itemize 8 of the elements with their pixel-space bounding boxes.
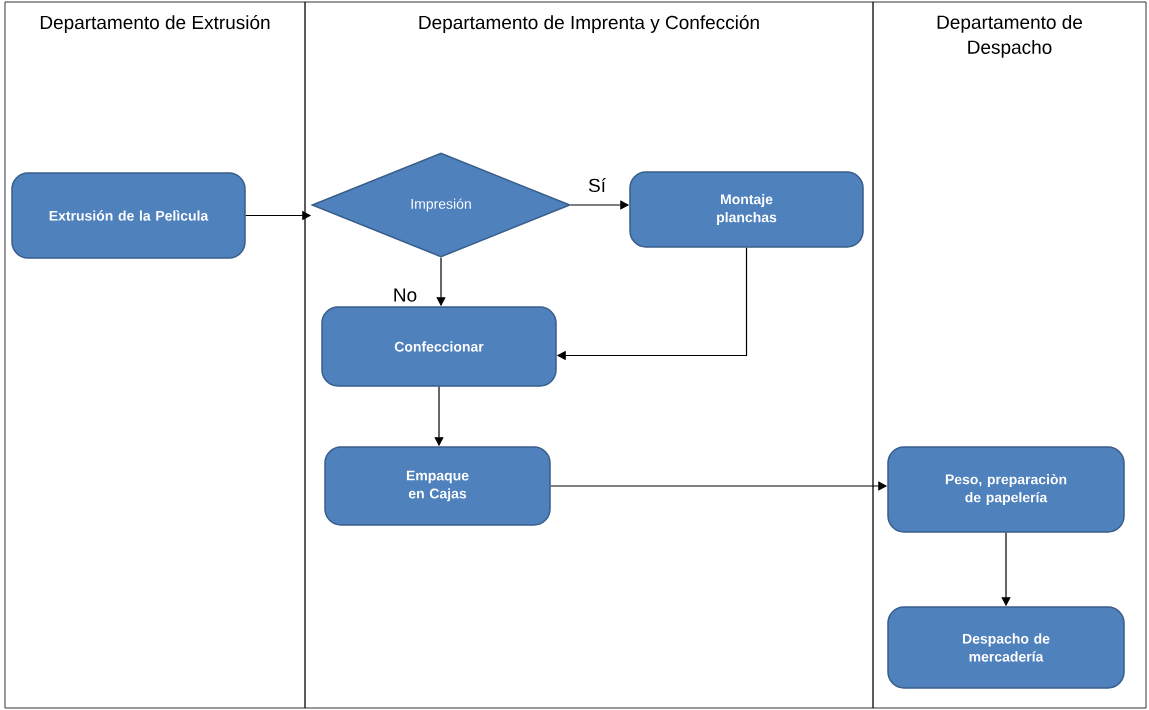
process-box: Confeccionar [321, 306, 557, 387]
process-box: Montaje planchas [629, 171, 864, 248]
edge-label: Sí [587, 176, 607, 194]
edge-label: No [391, 287, 419, 303]
process-box: Peso, preparaciòn de papelería [887, 446, 1125, 533]
process-box: Despacho de mercadería [887, 606, 1125, 689]
process-box: Empaque en Cajas [324, 446, 551, 526]
process-box: Extrusión de la Pelìcula [11, 172, 246, 259]
